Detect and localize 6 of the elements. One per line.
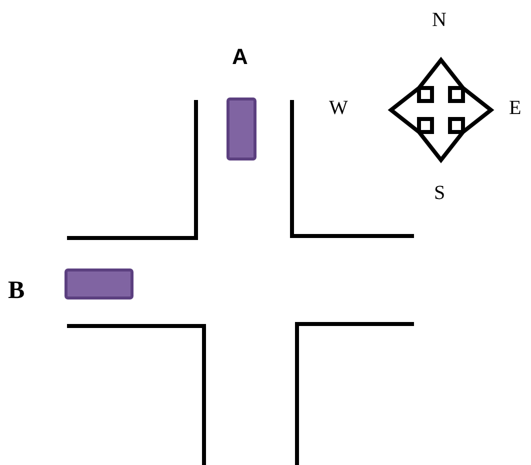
compass-direction: E: [509, 98, 522, 118]
compass-direction: N: [432, 10, 446, 30]
compass-direction: S: [434, 183, 446, 203]
compass-direction: W: [329, 98, 348, 118]
car-label: B: [8, 278, 25, 303]
car-label: A: [232, 46, 248, 68]
